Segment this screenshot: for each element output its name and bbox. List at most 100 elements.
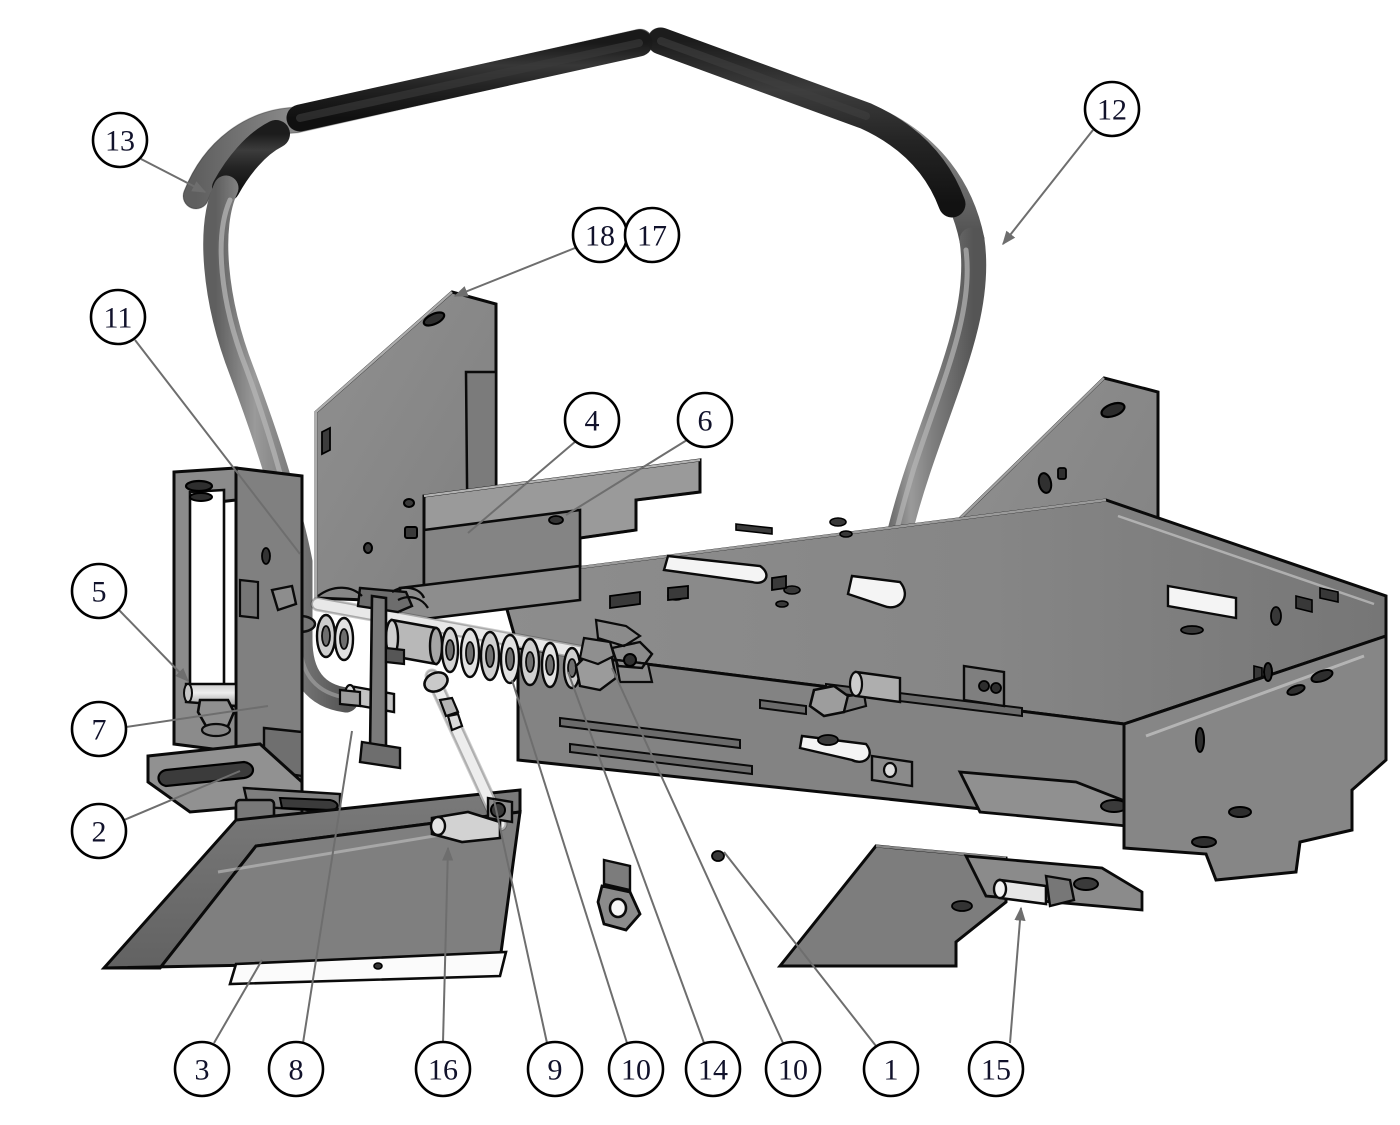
right-lower-bush (882, 761, 898, 779)
callout-balloon-2-9[interactable]: 2 (70, 802, 128, 860)
right-foot-hl (875, 844, 1007, 860)
leader-line-13 (140, 158, 207, 193)
callout-balloon-15-18[interactable]: 15 (967, 1040, 1025, 1098)
callout-balloon-17-3[interactable]: 17 (623, 206, 681, 264)
rbp-slot-b (1286, 684, 1306, 696)
callout-balloon-4-5[interactable]: 4 (563, 391, 621, 449)
front-rail-step2 (579, 528, 637, 540)
cam-lever-linkage (317, 586, 429, 770)
callout-balloon-10-16[interactable]: 10 (764, 1040, 822, 1098)
callout-balloon-8-11[interactable]: 8 (267, 1040, 325, 1098)
balloon-number: 8 (289, 1054, 304, 1087)
leader-line-18 (453, 247, 576, 297)
left-bracket-slot-top (184, 479, 214, 493)
leader-line-12 (1002, 129, 1094, 246)
leader-line-1 (723, 851, 877, 1047)
balloon-circle (89, 288, 147, 346)
shaft-clip-eye (623, 653, 637, 667)
callout-balloon-16-12[interactable]: 16 (414, 1040, 472, 1098)
right-plate-slot-mid (1037, 472, 1053, 494)
callout-balloon-6-6[interactable]: 6 (676, 391, 734, 449)
balloon-number: 3 (195, 1054, 210, 1087)
shaft-sleeve-endcap2 (428, 626, 444, 666)
callout-balloon-14-15[interactable]: 14 (684, 1040, 742, 1098)
deck-cutout-c (1166, 584, 1238, 620)
right-side-mechanism (848, 664, 1006, 788)
callout-balloon-9-13[interactable]: 9 (526, 1040, 584, 1098)
left-plate-hole-a (403, 498, 415, 508)
leader-line-16 (442, 846, 454, 1043)
deck-hole-d (775, 600, 789, 608)
callout-balloon-3-10[interactable]: 3 (173, 1040, 231, 1098)
right-foot-hole (951, 900, 973, 912)
leader-line-5 (118, 609, 189, 683)
right-shaft-stub-cap (848, 670, 864, 698)
balloon-circle (173, 1040, 231, 1098)
callout-balloon-7-8[interactable]: 7 (70, 700, 128, 758)
apron-cutout-a (798, 734, 871, 763)
balloon-number: 17 (637, 220, 667, 253)
right-pivot-pin-head (992, 878, 1008, 900)
balloon-number: 13 (105, 125, 135, 158)
release-rod-head (423, 671, 449, 693)
front-rail-slot-a (609, 590, 641, 610)
callout-balloon-11-4[interactable]: 11 (89, 288, 147, 346)
balloon-number: 18 (585, 220, 615, 253)
release-rod (423, 668, 514, 844)
left-pivot-bolt-head (183, 683, 193, 703)
leader-line-11 (134, 339, 301, 555)
seat-deck-edge-hl2 (1117, 514, 1375, 606)
right-base-plate-body (1122, 633, 1388, 882)
balloon-number: 4 (585, 405, 600, 438)
callout-balloon-18-2[interactable]: 18 (571, 206, 629, 264)
left-bracket-slot-top2 (189, 492, 213, 502)
torsion-shaft-assembly (310, 596, 654, 692)
cam-lever-pad (384, 646, 406, 666)
right-slide-rail-slot (1073, 877, 1099, 891)
leader-line-14 (567, 671, 705, 1044)
leader-line-10 (611, 667, 784, 1044)
balloon-number: 15 (981, 1054, 1011, 1087)
callout-balloon-5-7[interactable]: 5 (70, 562, 128, 620)
washer-stack (440, 626, 582, 690)
front-rail-slot-c (771, 574, 787, 592)
callout-balloon-13-0[interactable]: 13 (91, 111, 149, 169)
balloon-circle (526, 1040, 584, 1098)
right-mech-hole-b (990, 682, 1002, 694)
deck-hole-g (1270, 606, 1282, 626)
deck-hole-b (839, 530, 853, 538)
left-plate-hole-c (363, 542, 373, 554)
left-plate-slot-top (422, 311, 446, 327)
balloon-number: 10 (621, 1054, 651, 1087)
leader-line-6 (565, 439, 688, 516)
right-rear-base-plate (1122, 633, 1388, 882)
release-rod-end-cap (429, 815, 447, 837)
latch-hook-eye (608, 897, 628, 919)
apron-hole-b (817, 734, 839, 746)
handle-right-grip-bar (647, 27, 966, 218)
cam-spring-wire (391, 586, 426, 599)
deck-hole-f (1180, 625, 1204, 635)
balloon-circle (967, 1040, 1025, 1098)
seat-deck-edge-hl (497, 498, 1107, 580)
release-rod-band (438, 696, 460, 718)
leader-line-8 (302, 730, 353, 1044)
balloon-number: 12 (1097, 94, 1127, 127)
left-bushing-2-bore (339, 628, 349, 650)
deck-slot-a (735, 523, 773, 535)
callout-layer: 13 12 18 17 11 4 6 5 7 2 3 8 16 9 10 14 10 1 15 (70, 80, 1141, 1098)
handle-right-grip-highlight (657, 37, 870, 120)
callout-balloon-1-17[interactable]: 1 (862, 1040, 920, 1098)
base-pan-hl (217, 828, 471, 874)
callout-balloon-10-14[interactable]: 10 (607, 1040, 665, 1098)
front-rail-step (634, 490, 701, 530)
balloon-circle (684, 1040, 742, 1098)
balloon-circle (70, 562, 128, 620)
front-rail-hl (423, 458, 701, 498)
balloon-number: 7 (92, 714, 107, 747)
balloon-number: 11 (104, 302, 133, 335)
left-bracket-window (188, 488, 226, 692)
callout-balloon-12-1[interactable]: 12 (1083, 80, 1141, 138)
